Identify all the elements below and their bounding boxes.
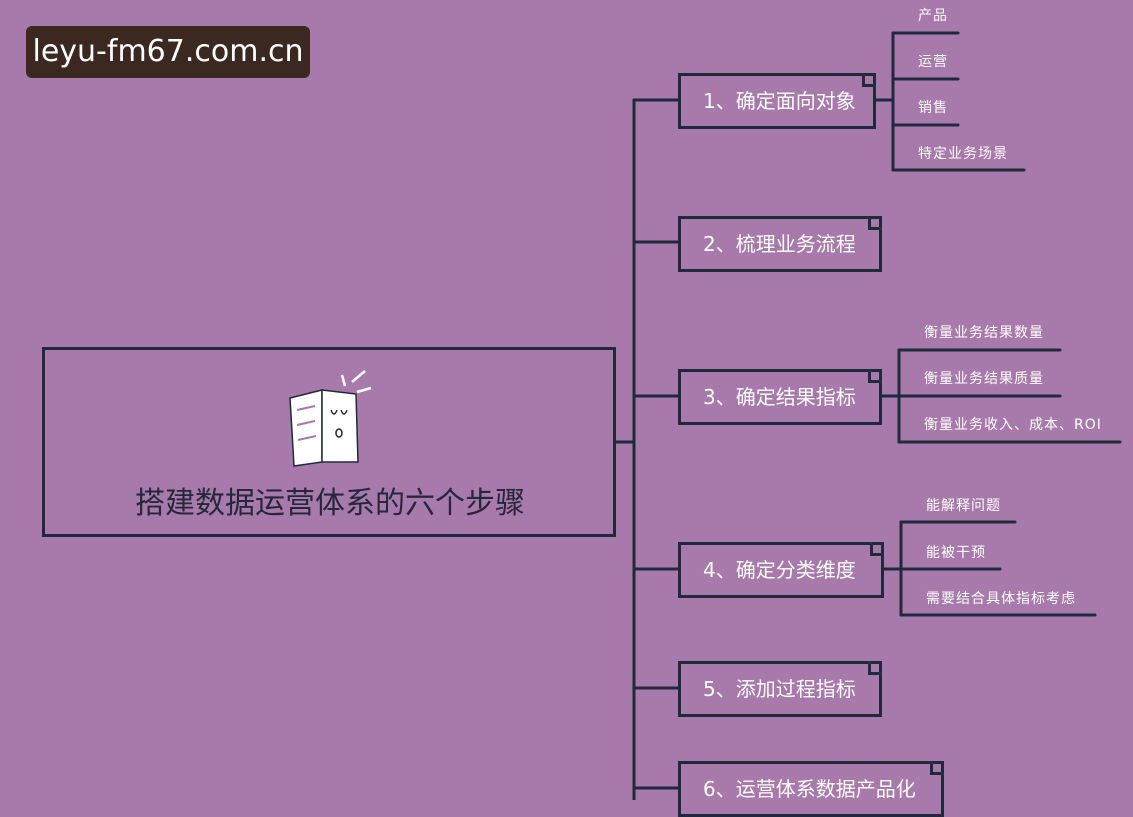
watermark-badge: leyu-fm67.com.cn <box>26 26 310 78</box>
step-label-4: 4、确定分类维度 <box>703 558 856 582</box>
step-node-4: 4、确定分类维度 <box>678 542 884 598</box>
step-label-2: 2、梳理业务流程 <box>703 232 856 256</box>
page-fold-icon <box>868 369 882 383</box>
step-node-3: 3、确定结果指标 <box>678 369 882 425</box>
step-label-1: 1、确定面向对象 <box>703 89 856 113</box>
step-label-3: 3、确定结果指标 <box>703 385 856 409</box>
page-fold-icon <box>862 73 876 87</box>
connector-lines <box>289 31 1122 800</box>
leaf-item: 销售 <box>918 100 948 116</box>
leaf-item: 能解释问题 <box>926 498 1001 514</box>
page-fold-icon <box>868 216 882 230</box>
page-fold-icon <box>868 661 882 675</box>
leaf-item: 能被干预 <box>926 545 986 561</box>
step-label-5: 5、添加过程指标 <box>703 677 856 701</box>
leaf-item: 衡量业务收入、成本、ROI <box>924 417 1102 433</box>
leaf-item: 需要结合具体指标考虑 <box>926 591 1076 607</box>
leaf-item: 产品 <box>918 8 948 24</box>
page-fold-icon <box>930 761 944 775</box>
step-node-1: 1、确定面向对象 <box>678 73 876 129</box>
mind-map: leyu-fm67.com.cn 搭建数据运营体系的六个步骤 1、确定面向对象 … <box>26 8 1122 817</box>
step-label-6: 6、运营体系数据产品化 <box>703 777 916 801</box>
leaf-item: 运营 <box>918 54 948 70</box>
root-node <box>42 347 616 537</box>
leaf-item: 衡量业务结果数量 <box>924 325 1044 341</box>
root-title: 搭建数据运营体系的六个步骤 <box>135 486 525 521</box>
leaf-item: 特定业务场景 <box>918 146 1008 162</box>
step-node-2: 2、梳理业务流程 <box>678 216 882 272</box>
step-node-6: 6、运营体系数据产品化 <box>678 761 944 817</box>
page-fold-icon <box>870 542 884 556</box>
step-node-5: 5、添加过程指标 <box>678 661 882 717</box>
leaf-item: 衡量业务结果质量 <box>924 371 1044 387</box>
notebook-icon <box>289 370 372 467</box>
